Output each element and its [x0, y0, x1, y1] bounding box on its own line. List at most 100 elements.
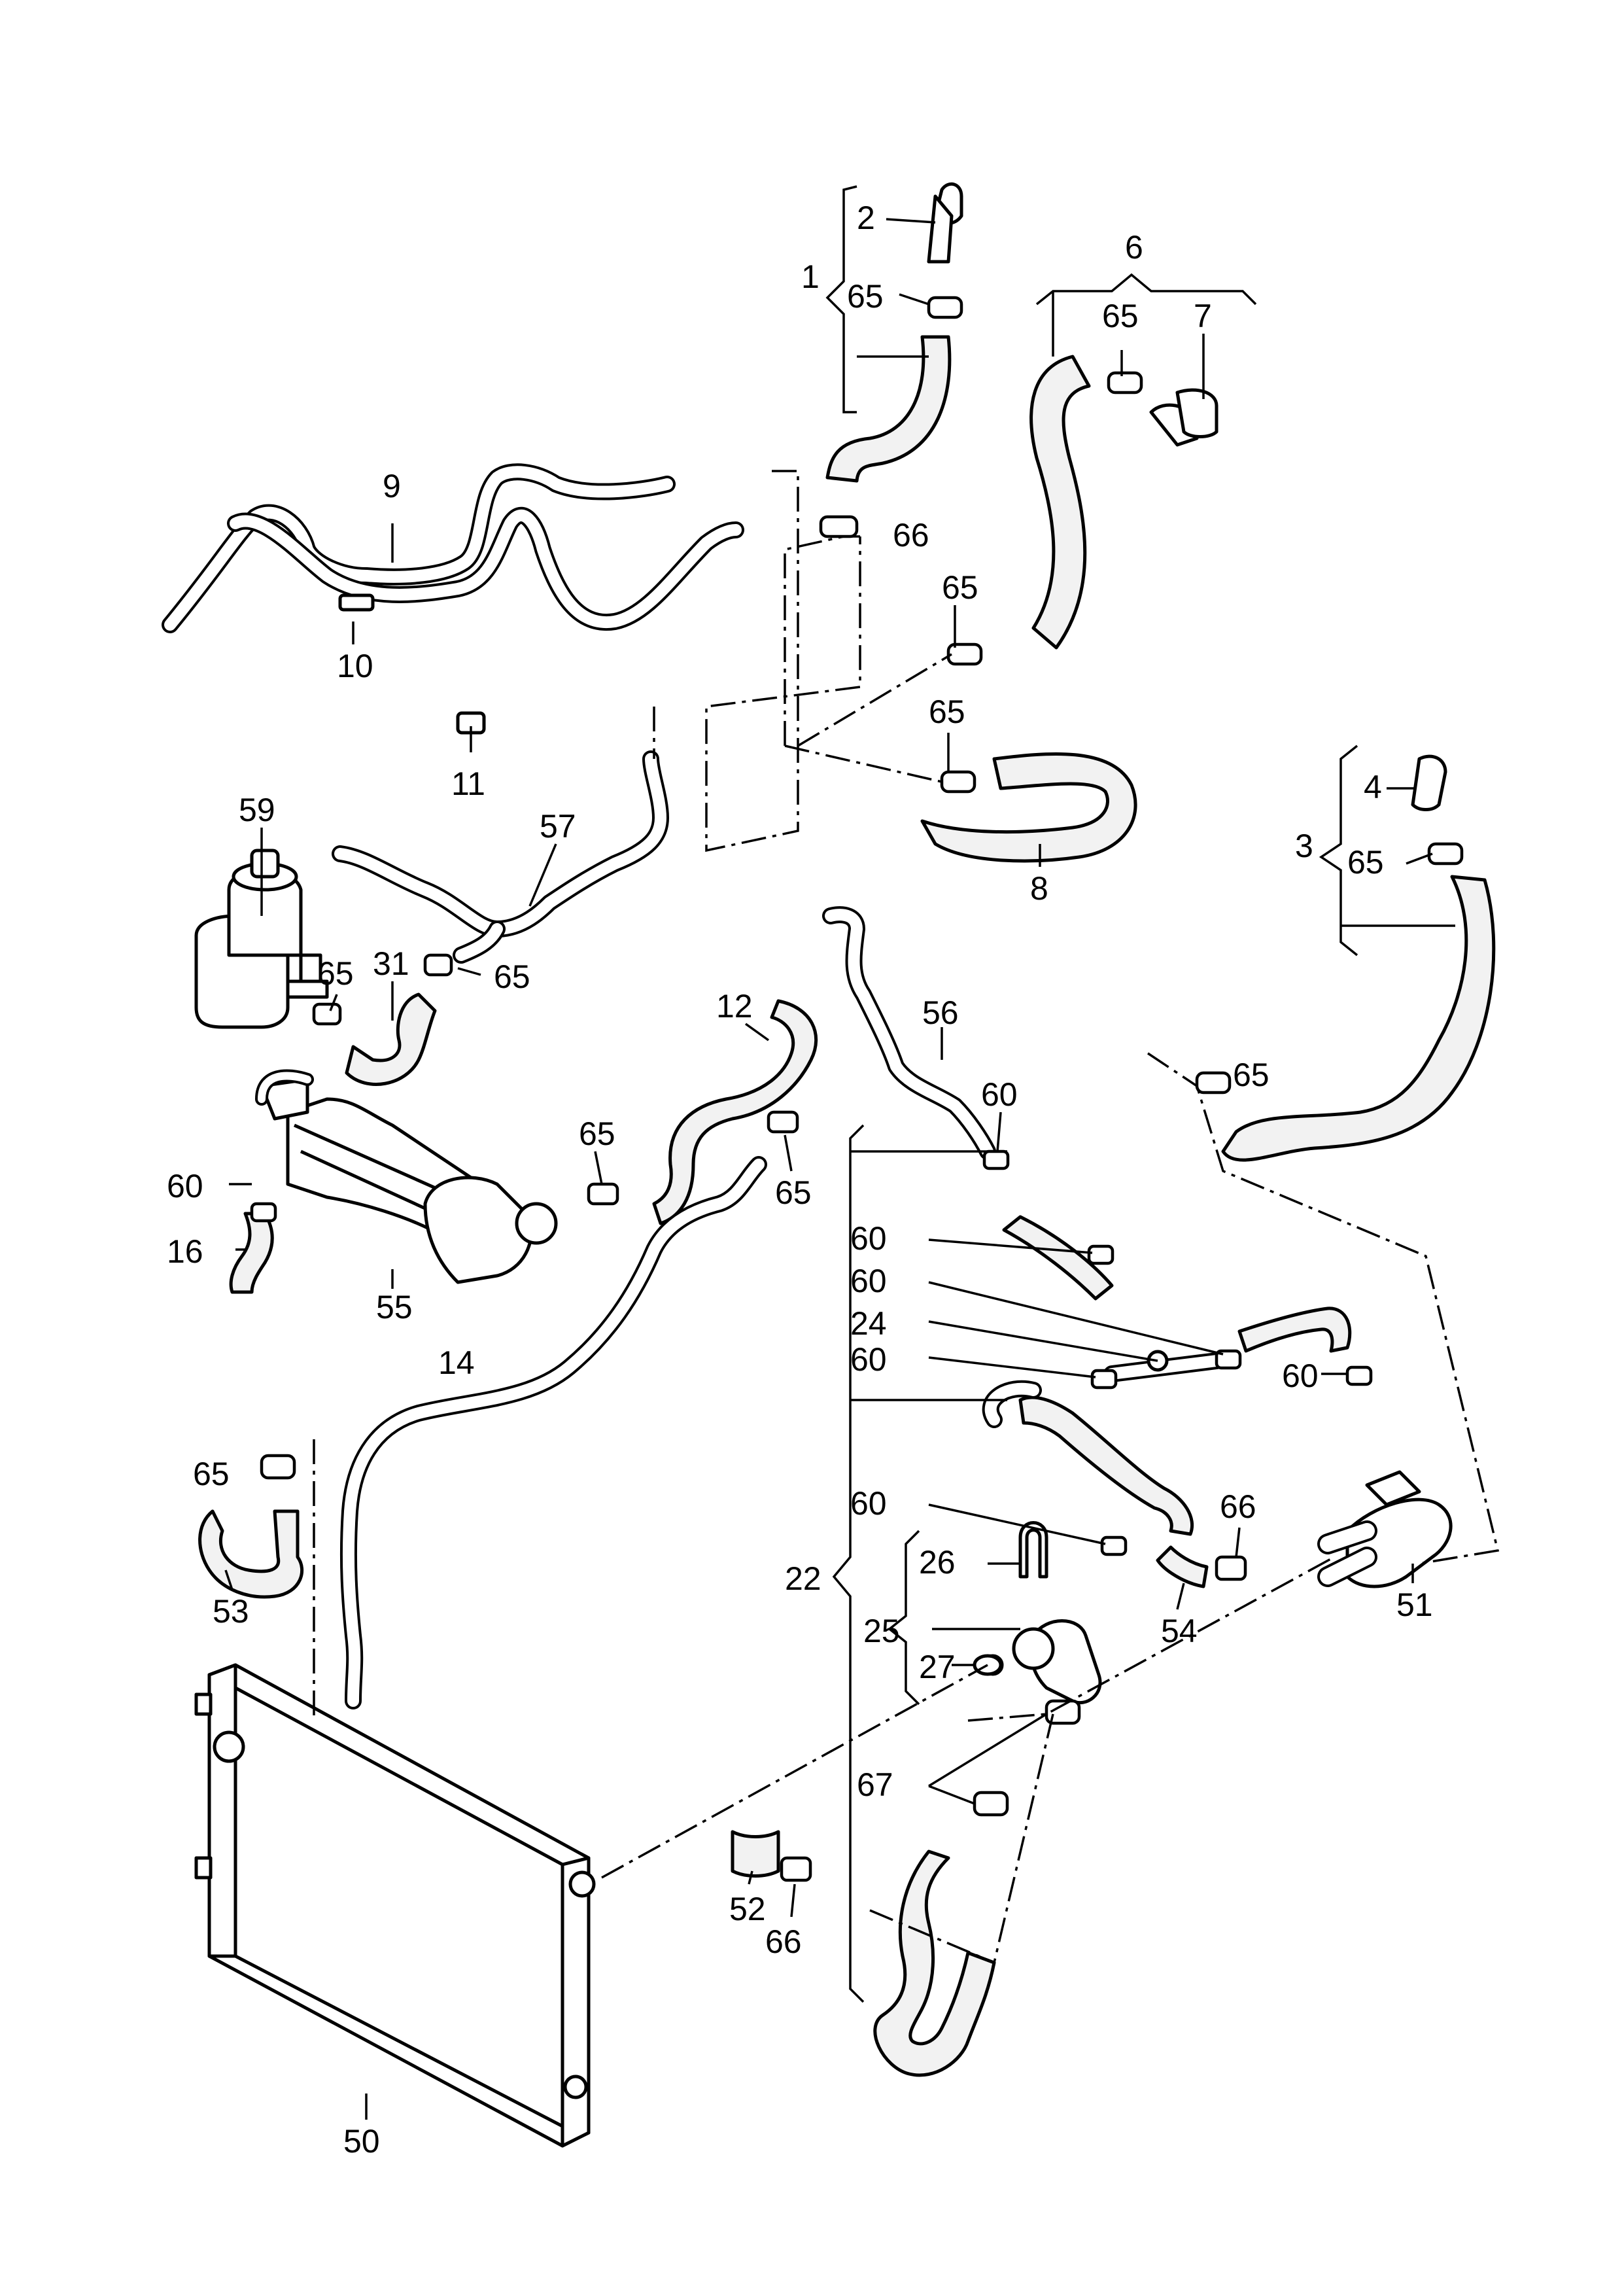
label-57: 57 — [540, 808, 576, 845]
hose-22-upper[interactable] — [1002, 1215, 1114, 1301]
label-7: 7 — [1194, 298, 1212, 334]
clamp-60 — [1100, 1535, 1128, 1556]
hose-22-middle[interactable] — [1018, 1395, 1194, 1536]
label-56: 56 — [922, 994, 959, 1031]
connection-lines — [313, 470, 1500, 1964]
clamps[interactable] — [250, 296, 1464, 1882]
clamp-65 — [1107, 371, 1143, 394]
label-65: 65 — [579, 1115, 615, 1152]
label-60: 60 — [850, 1263, 887, 1299]
clamp-65 — [940, 770, 976, 794]
label-65: 65 — [317, 955, 354, 992]
hose-3[interactable] — [1221, 875, 1496, 1162]
label-4: 4 — [1364, 769, 1382, 805]
hose-12[interactable] — [652, 999, 818, 1225]
label-9: 9 — [383, 468, 401, 504]
clamp-65 — [946, 642, 983, 666]
label-14: 14 — [438, 1344, 475, 1381]
label-52: 52 — [729, 1891, 766, 1927]
label-60: 60 — [850, 1485, 887, 1522]
clamp-65 — [260, 1454, 296, 1480]
label-55: 55 — [376, 1289, 413, 1325]
clamp-65 — [1427, 842, 1464, 866]
clamp-66 — [1215, 1555, 1247, 1581]
label-24: 24 — [850, 1305, 887, 1342]
leader-lines — [224, 185, 1455, 2120]
clamp-60 — [982, 1149, 1010, 1170]
label-8: 8 — [1030, 870, 1048, 907]
connector-4 — [1411, 754, 1447, 811]
pipe-14[interactable] — [339, 1156, 767, 1709]
label-27: 27 — [919, 1649, 956, 1685]
clamp-65 — [927, 296, 963, 319]
label-65: 65 — [847, 278, 884, 315]
label-31: 31 — [373, 945, 409, 982]
label-6: 6 — [1125, 229, 1143, 266]
clamp-65 — [767, 1110, 799, 1134]
clamp-67 — [1045, 1699, 1081, 1725]
clamp-60 — [250, 1202, 277, 1223]
label-50: 50 — [343, 2123, 380, 2160]
clamp-66 — [780, 1856, 812, 1882]
label-2: 2 — [857, 200, 875, 236]
hose-8[interactable] — [920, 752, 1137, 863]
connectors[interactable] — [338, 182, 1447, 1676]
clamp-65 — [312, 1002, 342, 1026]
hose-52[interactable] — [731, 1830, 780, 1878]
label-10: 10 — [337, 648, 373, 684]
label-65: 65 — [775, 1174, 812, 1211]
hose-54[interactable] — [1156, 1545, 1209, 1588]
label-66: 66 — [893, 517, 929, 553]
label-3: 3 — [1295, 828, 1313, 864]
clamp-67 — [973, 1791, 1009, 1817]
label-60: 60 — [981, 1076, 1018, 1113]
label-60: 60 — [850, 1220, 887, 1257]
label-66: 66 — [1220, 1488, 1256, 1525]
clamp-65 — [587, 1182, 619, 1206]
connector-2-elbow — [927, 194, 954, 264]
clamp-65 — [423, 953, 453, 977]
coolant-flange-51[interactable] — [1317, 1470, 1453, 1588]
hose-31[interactable] — [345, 992, 437, 1086]
label-65: 65 — [942, 569, 978, 606]
label-66: 66 — [765, 1923, 802, 1960]
label-25: 25 — [863, 1613, 900, 1649]
clamp-60 — [1345, 1365, 1373, 1386]
label-60: 60 — [850, 1341, 887, 1378]
pipes — [162, 463, 1225, 1709]
label-60: 60 — [1282, 1358, 1319, 1394]
bolt-10 — [338, 593, 375, 612]
label-65: 65 — [929, 693, 965, 730]
label-65: 65 — [1102, 298, 1139, 334]
clamp-60 — [1090, 1369, 1118, 1390]
hoses — [198, 335, 1496, 2077]
hose-22-right[interactable] — [1237, 1306, 1352, 1353]
label-1: 1 — [801, 258, 820, 295]
connector-7-body — [1175, 388, 1218, 438]
hose-lower[interactable] — [873, 1849, 996, 2077]
clamp-65 — [1195, 1071, 1232, 1095]
egr-cooler-55[interactable] — [255, 1069, 558, 1284]
label-65: 65 — [193, 1456, 230, 1492]
clamp-66 — [819, 515, 859, 538]
label-65: 65 — [1233, 1057, 1270, 1093]
label-51: 51 — [1396, 1586, 1433, 1623]
hose-1[interactable] — [825, 335, 952, 483]
part-number-labels: 2 1 65 6 65 7 9 66 10 65 65 11 4 3 65 59… — [167, 200, 1433, 2160]
hose-6[interactable] — [1029, 355, 1091, 650]
label-65: 65 — [1347, 844, 1384, 881]
expansion-tank-59[interactable] — [194, 849, 329, 1029]
label-54: 54 — [1161, 1613, 1198, 1649]
label-26: 26 — [919, 1544, 956, 1581]
hose-53[interactable] — [198, 1509, 304, 1599]
label-22: 22 — [785, 1560, 821, 1597]
label-59: 59 — [239, 792, 275, 828]
label-53: 53 — [213, 1593, 249, 1630]
hose-16[interactable] — [229, 1212, 274, 1294]
pipe-57[interactable] — [332, 750, 669, 937]
label-65: 65 — [494, 958, 530, 995]
label-11: 11 — [451, 765, 485, 802]
radiator-50[interactable] — [194, 1663, 596, 2148]
clip-26 — [1018, 1521, 1048, 1579]
